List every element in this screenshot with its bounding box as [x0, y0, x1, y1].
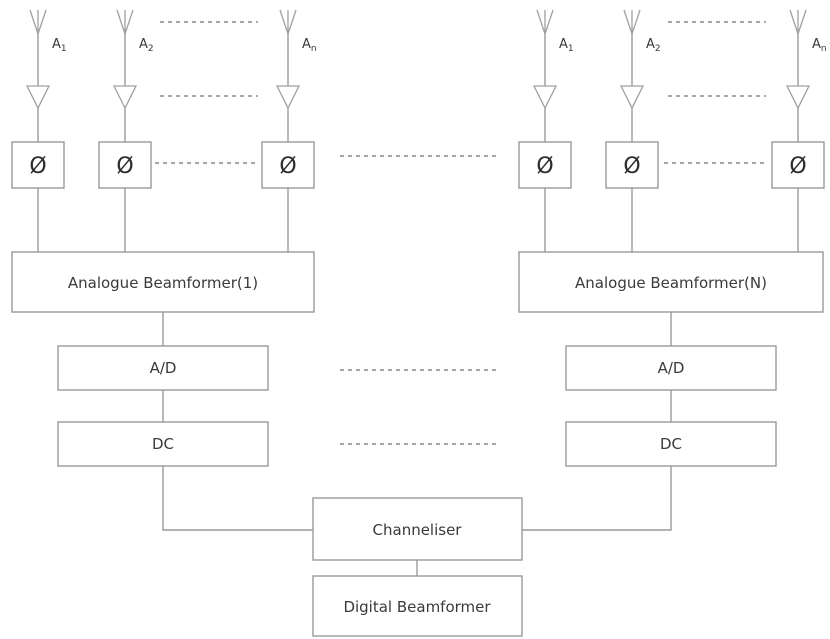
connector-left-to-channeliser — [162, 466, 313, 531]
antenna-element-right-1: Ø — [518, 9, 572, 252]
phase-shifter-symbol: Ø — [789, 154, 806, 179]
ad-label: A/D — [658, 359, 685, 377]
dc-label: DC — [660, 435, 682, 453]
antenna-label-an: An — [812, 37, 827, 54]
connector-right-to-channeliser — [522, 466, 672, 531]
antenna-label-a1: A1 — [52, 37, 67, 54]
analogue-beamformer-1: Analogue Beamformer(1) — [11, 251, 315, 313]
phase-shifter-symbol: Ø — [116, 154, 133, 179]
phase-shifter-symbol: Ø — [623, 154, 640, 179]
analogue-beamformer-1-label: Analogue Beamformer(1) — [68, 274, 258, 292]
dc-right: DC — [565, 421, 777, 467]
antenna-element-right-n: Ø — [771, 9, 825, 252]
antenna-element-right-2: Ø — [605, 9, 659, 252]
antenna-label-a1: A1 — [559, 37, 574, 54]
analogue-beamformer-n: Analogue Beamformer(N) — [518, 251, 824, 313]
ad-converter-right: A/D — [565, 345, 777, 391]
antenna-label-a2: A2 — [139, 37, 154, 54]
phase-shifter-symbol: Ø — [279, 154, 296, 179]
channeliser-label: Channeliser — [373, 521, 463, 539]
digital-beamformer-label: Digital Beamformer — [343, 598, 491, 616]
dc-label: DC — [152, 435, 174, 453]
phase-shifter-symbol: Ø — [536, 154, 553, 179]
phase-shifter-symbol: Ø — [29, 154, 46, 179]
antenna-label-an: An — [302, 37, 317, 54]
dc-left: DC — [57, 421, 269, 467]
digital-beamformer: Digital Beamformer — [312, 575, 523, 637]
ad-label: A/D — [150, 359, 177, 377]
ad-converter-left: A/D — [57, 345, 269, 391]
antenna-element-left-n: Ø — [261, 9, 315, 252]
analogue-beamformer-n-label: Analogue Beamformer(N) — [575, 274, 767, 292]
channeliser: Channeliser — [312, 497, 523, 561]
antenna-label-a2: A2 — [646, 37, 661, 54]
antenna-element-left-1: Ø — [11, 9, 65, 252]
antenna-element-left-2: Ø — [98, 9, 152, 252]
